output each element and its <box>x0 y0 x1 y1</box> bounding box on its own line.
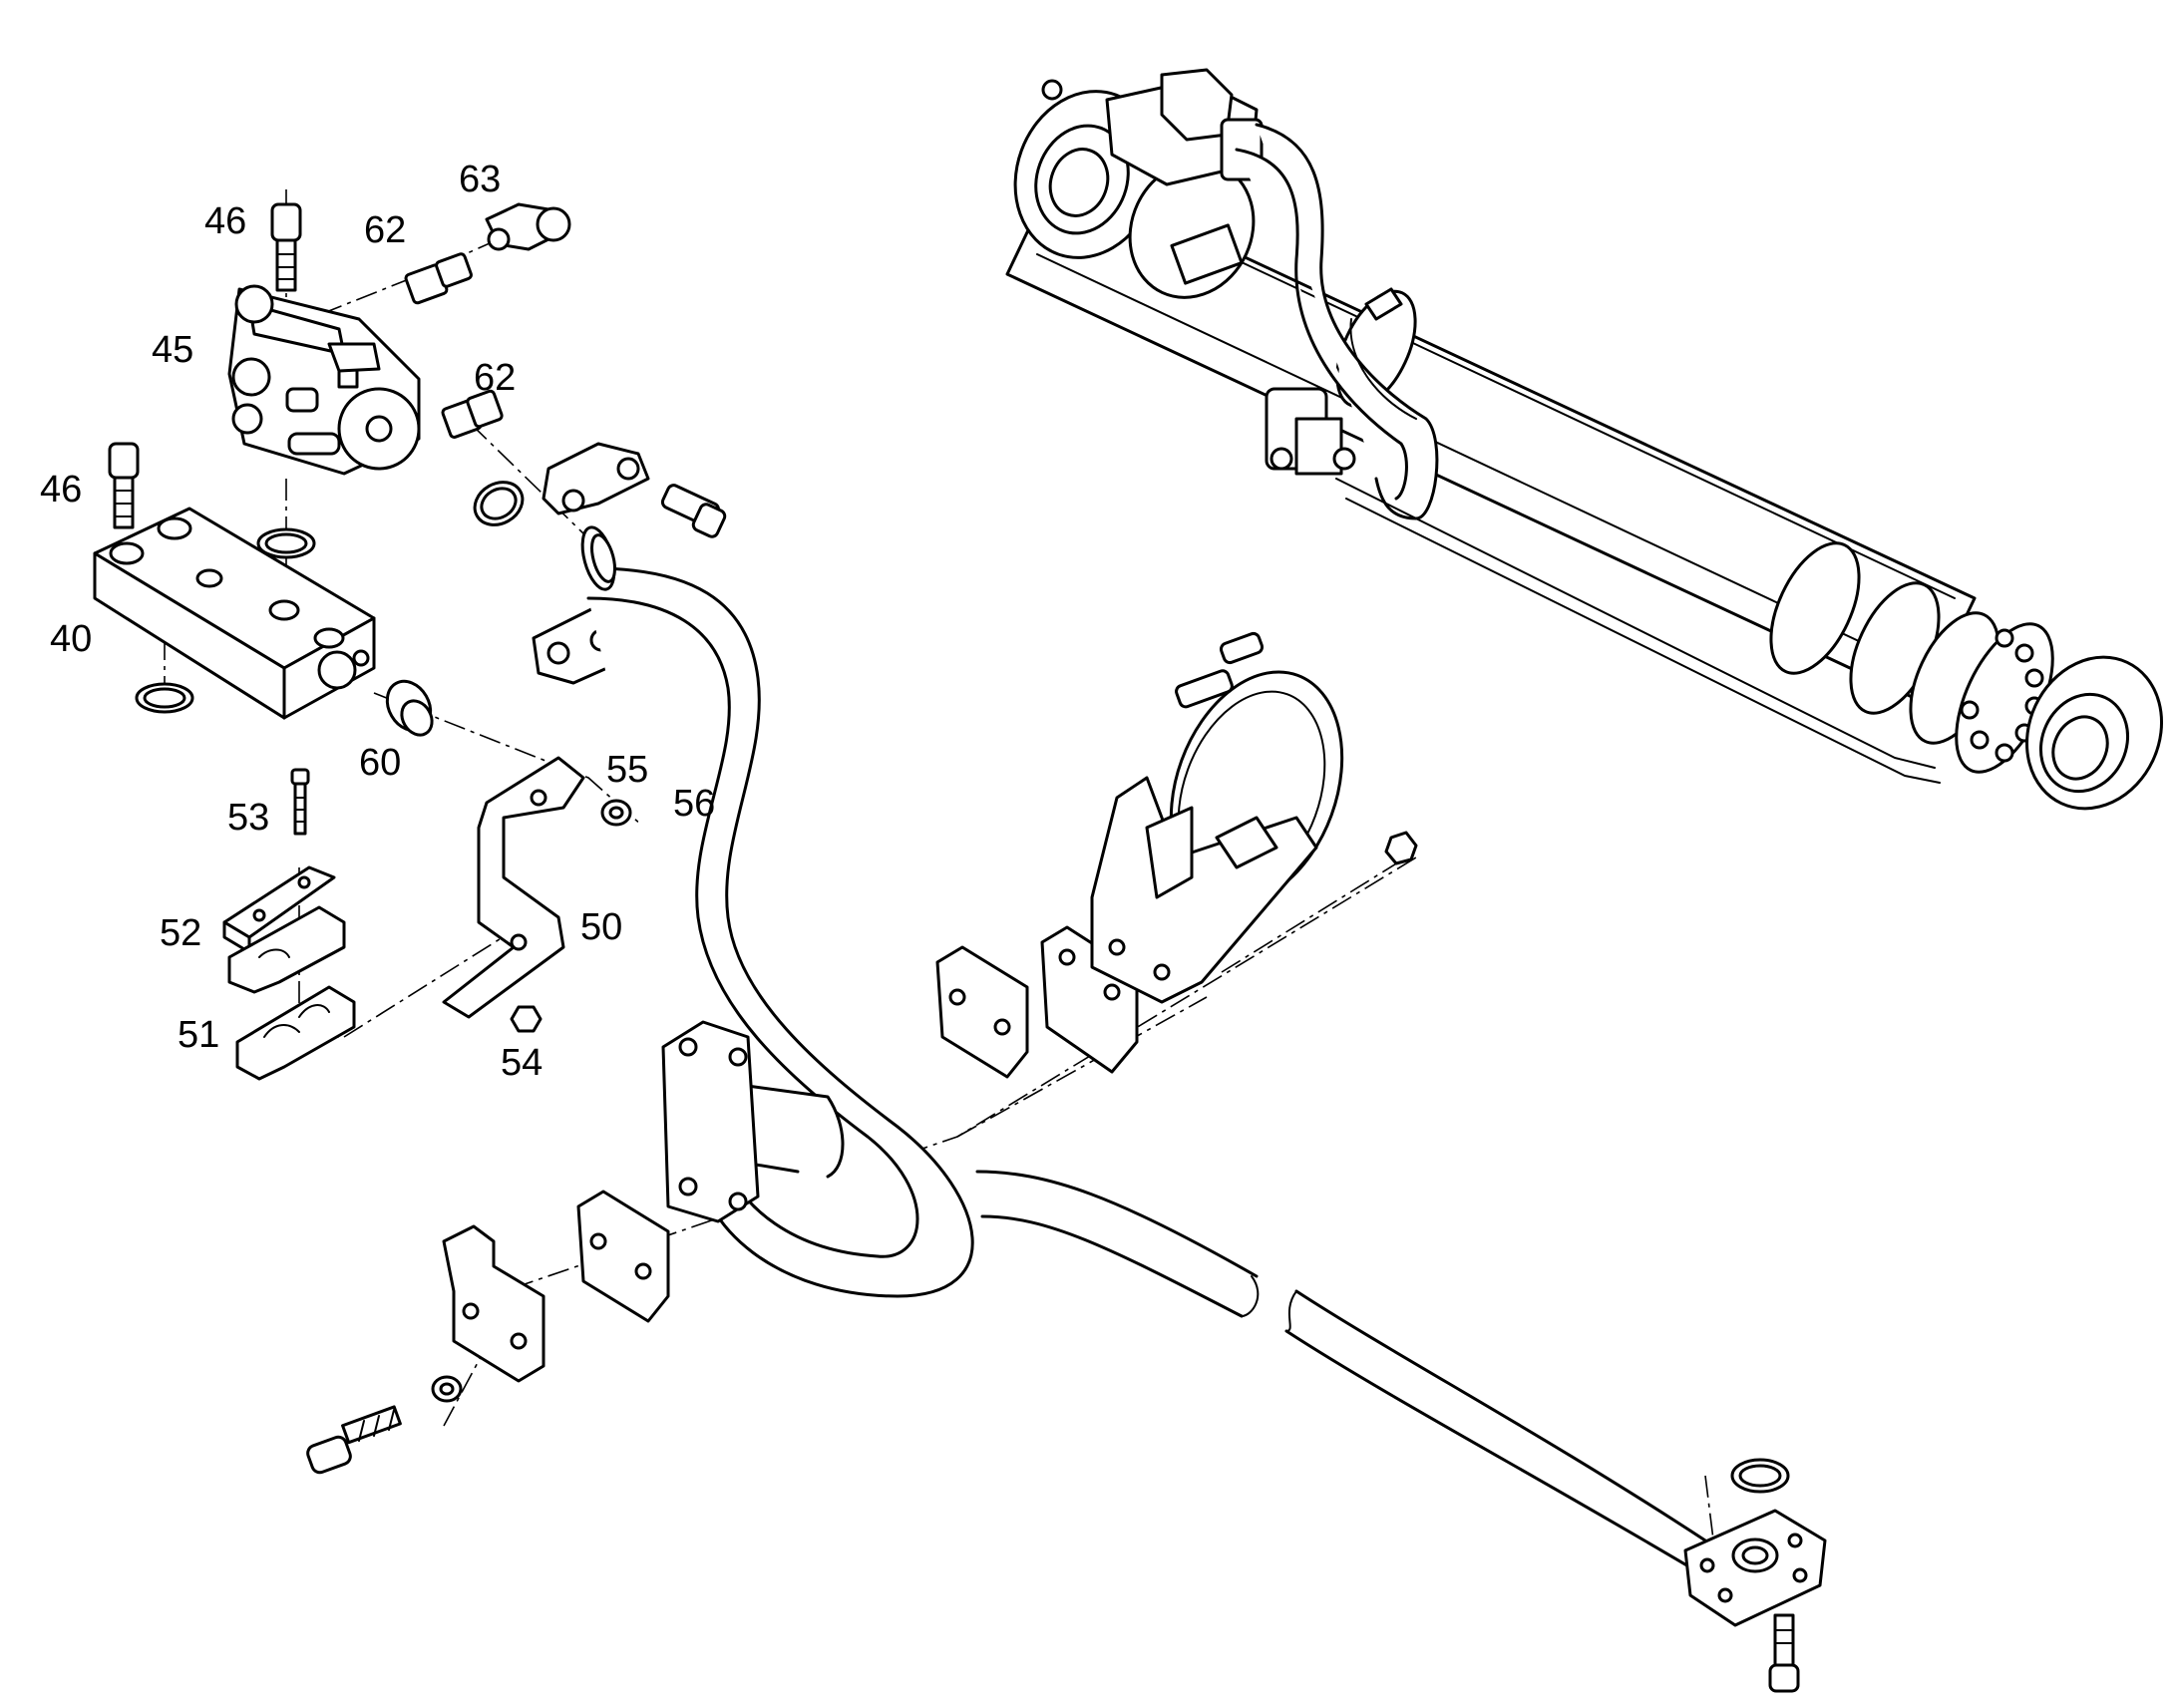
clamp-half-51-upper <box>227 905 346 994</box>
callout-46-left: 46 <box>40 469 82 511</box>
clamp-bracket-left-b <box>576 1190 670 1323</box>
cap-screw-flange-right <box>1768 1613 1800 1693</box>
callout-40: 40 <box>50 618 92 660</box>
four-bolt-flange-right <box>1683 1509 1827 1627</box>
fitting-62-lower <box>441 389 504 439</box>
callout-56: 56 <box>673 783 715 825</box>
callout-54: 54 <box>501 1042 543 1084</box>
hydraulic-cylinder-assembly <box>1005 68 2164 811</box>
callout-labels: 46 63 62 45 62 46 40 60 55 56 53 52 50 5… <box>40 159 715 1084</box>
elbow-fitting-63 <box>485 202 571 251</box>
split-flange-upper <box>542 442 650 515</box>
callout-52: 52 <box>160 912 201 954</box>
clamp-bracket-left-a <box>442 1224 545 1383</box>
bracket-50 <box>442 756 585 1019</box>
callout-62-lower: 62 <box>474 357 516 399</box>
cap-screw-53 <box>290 768 310 836</box>
callout-46-top: 46 <box>204 200 246 242</box>
plug-60 <box>385 679 434 737</box>
washer-bottom-left <box>431 1375 463 1403</box>
o-rings <box>135 481 1790 1494</box>
bolt-flange-top <box>660 484 727 538</box>
flange-bolts <box>1960 628 2044 763</box>
four-bolt-flange-left <box>661 1020 760 1223</box>
cap-screw-bottom-left <box>306 1405 402 1475</box>
callout-51: 51 <box>178 1014 219 1056</box>
nut-54 <box>510 1005 543 1033</box>
washer-55 <box>600 799 632 827</box>
fitting-62-upper <box>404 252 473 305</box>
manifold-block-40 <box>93 507 376 720</box>
callout-50: 50 <box>580 906 622 948</box>
cap-screw-46-top <box>270 202 302 292</box>
callout-55: 55 <box>606 749 648 791</box>
clamp-bracket-middle-a <box>935 945 1029 1079</box>
hydraulic-tube <box>580 525 1707 1572</box>
valve-block <box>227 284 421 476</box>
clamp-half-51-lower <box>235 985 356 1081</box>
cap-screw-46-left <box>108 442 140 529</box>
callout-45: 45 <box>152 329 193 371</box>
callout-60: 60 <box>359 742 401 784</box>
nut-band-clamp <box>1384 831 1418 865</box>
callout-63: 63 <box>459 159 501 200</box>
callout-62-upper: 62 <box>364 209 406 251</box>
callout-53: 53 <box>227 797 269 839</box>
band-clamp-assembly <box>1090 631 1344 1004</box>
